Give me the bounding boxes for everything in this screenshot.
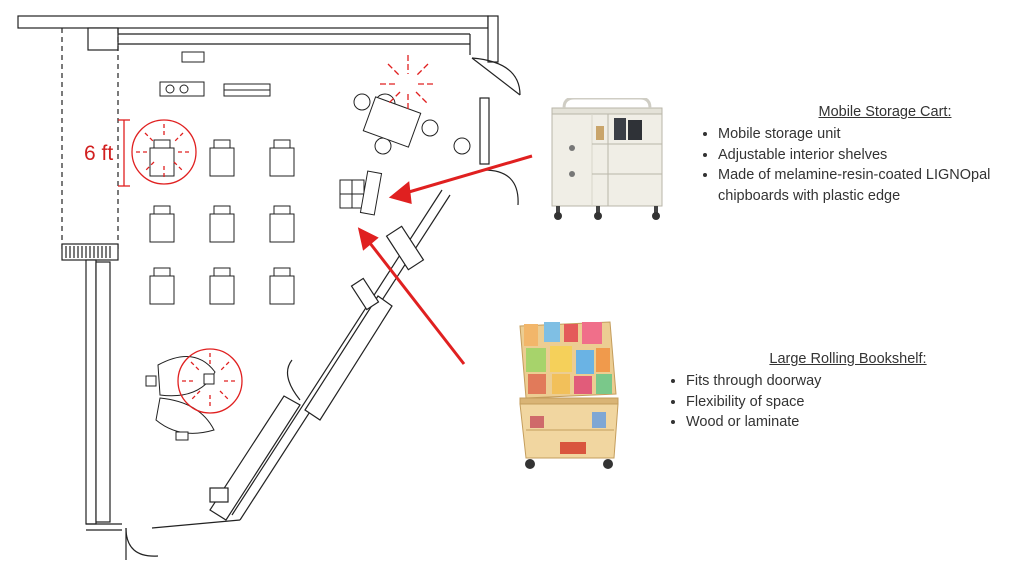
red-annotations — [118, 55, 436, 414]
mobile-cart-feature: Adjustable interior shelves — [718, 145, 1020, 166]
bookshelf-features: Fits through doorway Flexibility of spac… — [668, 371, 968, 433]
desk-grid — [149, 139, 295, 305]
furniture — [145, 51, 471, 441]
arrow-to-shelf — [357, 227, 466, 365]
bookshelf-title: Large Rolling Bookshelf: — [769, 351, 927, 367]
bookshelf-feature: Wood or laminate — [686, 412, 968, 433]
burst-lower-left — [182, 353, 238, 409]
mobile-cart-info: Mobile Storage Cart: Mobile storage unit… — [700, 104, 1020, 206]
mobile-cart-features: Mobile storage unit Adjustable interior … — [700, 124, 1020, 206]
bookshelf-feature: Flexibility of space — [686, 392, 968, 413]
burst-upper-left — [136, 124, 192, 180]
mobile-cart-feature: Mobile storage unit — [718, 124, 1020, 145]
mobile-cart-feature: Made of melamine-resin-coated LIGNOpal c… — [718, 165, 1020, 206]
six-foot-label: 6 ft — [84, 142, 114, 165]
walls — [17, 15, 521, 560]
bookshelf-info: Large Rolling Bookshelf: Fits through do… — [668, 351, 968, 433]
mobile-cart-title: Mobile Storage Cart: — [818, 104, 952, 120]
arrow-to-cart — [388, 154, 533, 205]
mobile-storage-cart-image — [551, 98, 663, 220]
bookshelf-feature: Fits through doorway — [686, 371, 968, 392]
rolling-bookshelf-image — [519, 321, 619, 469]
burst-top-right — [380, 55, 436, 112]
